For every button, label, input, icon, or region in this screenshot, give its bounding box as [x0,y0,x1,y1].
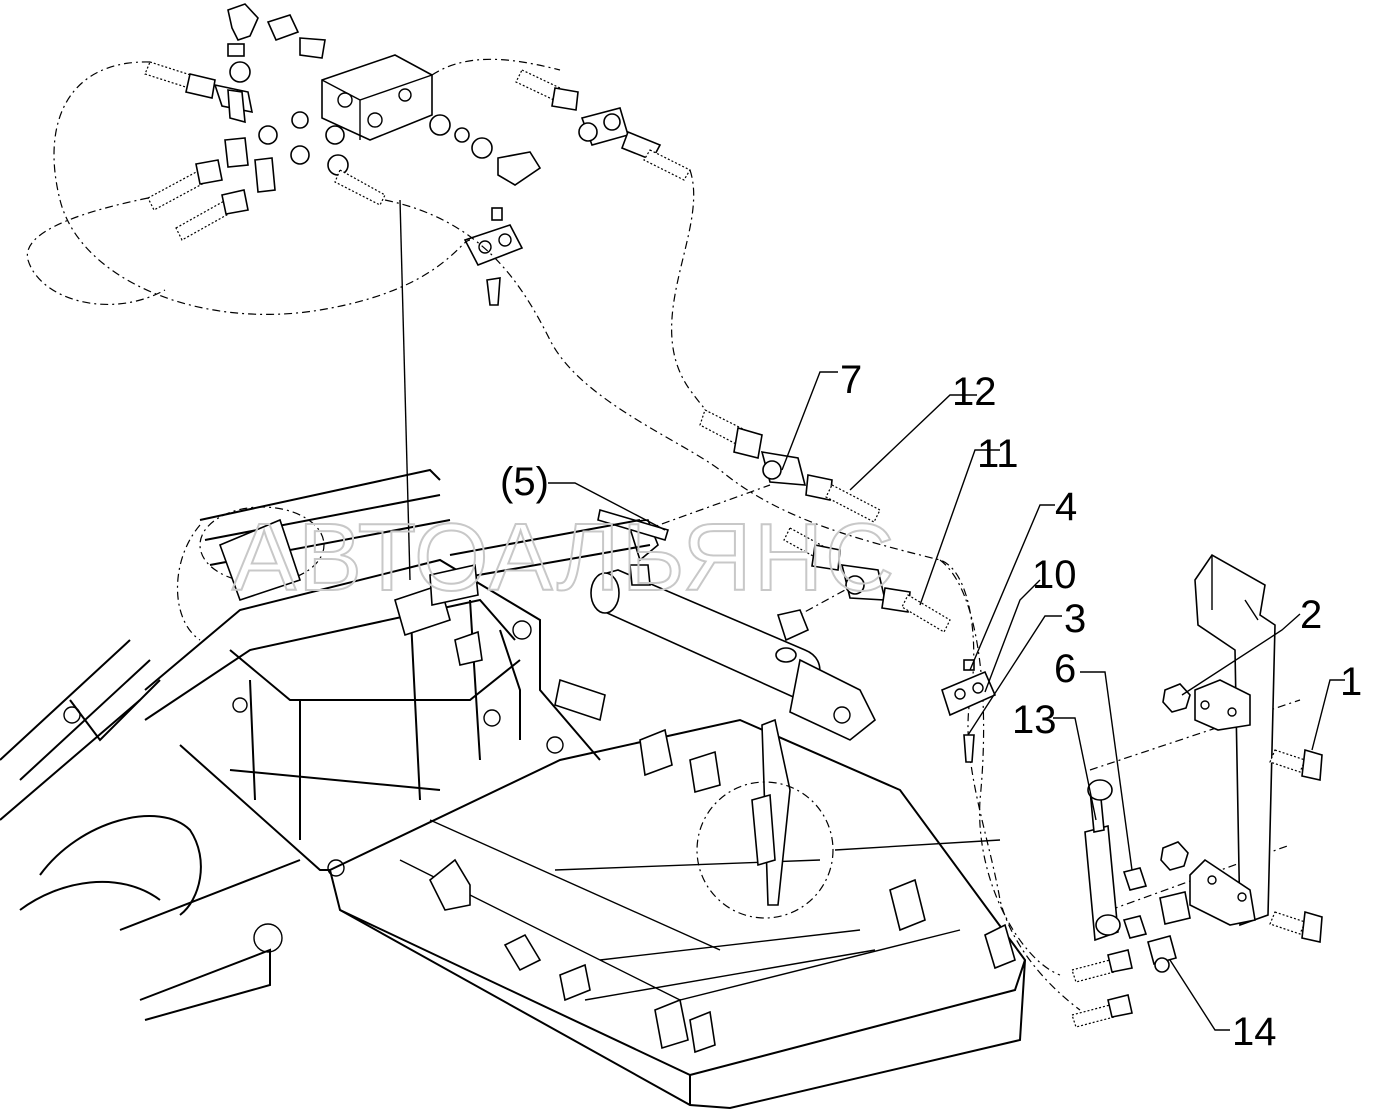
callout-6: 6 [1054,647,1076,691]
callout-10: 10 [1032,553,1077,597]
watermark-text: АВТОАЛЬЯНС [232,504,896,611]
callout-7: 7 [840,358,862,402]
callout-14: 14 [1232,1010,1277,1054]
valve-block-assembly [144,3,691,306]
callout-11: 11 [977,432,1019,476]
callout-leaders [548,371,1345,1031]
chassis-frame [0,468,1027,1110]
middle-fittings [590,409,997,763]
callout-labels: 7 12 (5) 11 4 10 3 2 1 6 13 14 [500,358,1362,1054]
callout-12: 12 [952,370,997,414]
callout-1: 1 [1340,660,1362,704]
callout-2: 2 [1300,593,1322,637]
callout-13: 13 [1012,698,1057,742]
callout-5: (5) [500,460,549,504]
bracket-assembly [1071,553,1323,1028]
callout-4: 4 [1055,485,1077,529]
callout-3: 3 [1064,597,1086,641]
